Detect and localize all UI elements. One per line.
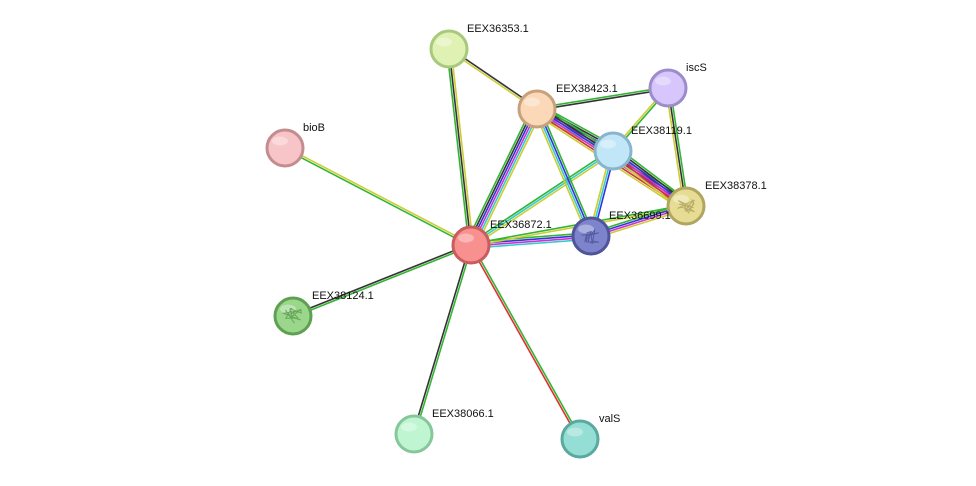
node-label: EEX36699.1 <box>609 210 671 222</box>
node-label: EEX36353.1 <box>467 23 529 35</box>
edge-evidence-line <box>446 49 470 246</box>
edge-evidence-line <box>414 245 473 435</box>
edge-evidence-line <box>412 244 471 434</box>
node-circle[interactable] <box>429 29 469 69</box>
edge-evidence-line <box>450 48 474 245</box>
node-circle[interactable] <box>517 89 557 129</box>
node-highlight <box>673 194 689 204</box>
node-eex38378-1[interactable]: EEX38378.1 <box>666 180 767 226</box>
node-eex36353-1[interactable]: EEX36353.1 <box>429 23 529 69</box>
edge-evidence-line <box>469 148 613 244</box>
node-iscs[interactable]: iscS <box>648 62 707 108</box>
edge-evidence-line <box>285 146 472 245</box>
edge-evidence-line <box>284 148 471 247</box>
edge-evidence-line <box>448 48 472 246</box>
node-eex38066-1[interactable]: EEX38066.1 <box>394 408 494 454</box>
node-eex36872-1[interactable]: EEX36872.1 <box>451 219 552 265</box>
edge-evidence-line <box>471 244 582 439</box>
edge-evidence-line <box>537 88 669 111</box>
node-vals[interactable]: valS <box>560 413 620 459</box>
node-highlight <box>401 422 417 432</box>
edge-evidence-line <box>469 108 537 245</box>
edge-evidence-line <box>665 88 685 207</box>
node-label: EEX38119.1 <box>631 125 692 137</box>
node-eex36699-1[interactable]: EEX36699.1 <box>571 210 671 256</box>
node-circle[interactable] <box>593 131 633 171</box>
edge-evidence-line <box>536 86 668 109</box>
edge-evidence-line <box>473 110 541 247</box>
edge-eex36872-1-biob[interactable] <box>284 146 472 247</box>
edge-eex36872-1-eex38423-1[interactable] <box>465 106 543 248</box>
edge-iscs-eex38378-1[interactable] <box>665 87 689 207</box>
edge-evidence-line <box>471 109 539 246</box>
node-label: EEX38423.1 <box>556 83 618 95</box>
edge-evidence-line <box>535 109 591 237</box>
node-label: EEX38124.1 <box>312 290 374 302</box>
node-label: EEX36872.1 <box>490 219 552 231</box>
node-circle[interactable] <box>451 225 491 265</box>
node-highlight <box>436 37 452 47</box>
edge-evidence-line <box>470 150 614 246</box>
edge-eex36872-1-eex36353-1[interactable] <box>446 48 474 246</box>
node-highlight <box>272 136 288 146</box>
edge-evidence-line <box>471 236 592 247</box>
edge-eex36872-1-eex38119-1[interactable] <box>469 148 615 248</box>
edge-evidence-line <box>537 108 593 236</box>
node-circle[interactable] <box>648 68 688 108</box>
edge-eex36872-1-eex38124-1[interactable] <box>292 243 472 318</box>
node-highlight <box>567 427 583 437</box>
node-eex38423-1[interactable]: EEX38423.1 <box>517 83 618 129</box>
node-label: iscS <box>686 62 707 74</box>
protein-structure-icon <box>581 228 600 245</box>
edge-evidence-line <box>469 245 580 440</box>
node-eex38119-1[interactable]: EEX38119.1 <box>593 125 692 171</box>
node-highlight <box>458 233 474 243</box>
edge-eex38423-1-eex36699-1[interactable] <box>533 107 595 238</box>
node-circle[interactable] <box>560 419 600 459</box>
node-circle[interactable] <box>394 414 434 454</box>
edge-eex38423-1-iscs[interactable] <box>536 86 669 111</box>
protein-structure-icon <box>677 199 695 214</box>
node-label: valS <box>599 413 620 425</box>
node-highlight <box>655 76 671 86</box>
node-highlight <box>280 304 296 314</box>
edge-evidence-line <box>471 238 592 249</box>
node-highlight <box>524 97 540 107</box>
edge-evidence-line <box>467 107 535 244</box>
edge-evidence-line <box>465 106 533 244</box>
edge-evidence-line <box>669 87 689 206</box>
node-highlight <box>600 139 616 149</box>
node-biob[interactable]: bioB <box>265 122 325 168</box>
edge-evidence-line <box>293 245 472 318</box>
node-label: bioB <box>303 122 325 134</box>
protein-structure-icon <box>281 307 302 324</box>
edge-evidence-line <box>475 110 543 248</box>
node-label: EEX38066.1 <box>432 408 494 420</box>
edge-evidence-line <box>533 109 589 238</box>
edge-eex36872-1-vals[interactable] <box>469 244 582 440</box>
edge-evidence-line <box>471 152 615 248</box>
edge-evidence-line <box>667 87 687 207</box>
edge-evidence-line <box>292 243 471 316</box>
edge-evidence-line <box>539 107 595 236</box>
node-circle[interactable] <box>265 128 305 168</box>
edge-eex36872-1-eex38066-1[interactable] <box>412 244 473 435</box>
node-label: EEX38378.1 <box>705 180 767 192</box>
node-eex38124-1[interactable]: EEX38124.1 <box>273 290 374 336</box>
node-highlight <box>578 224 594 234</box>
